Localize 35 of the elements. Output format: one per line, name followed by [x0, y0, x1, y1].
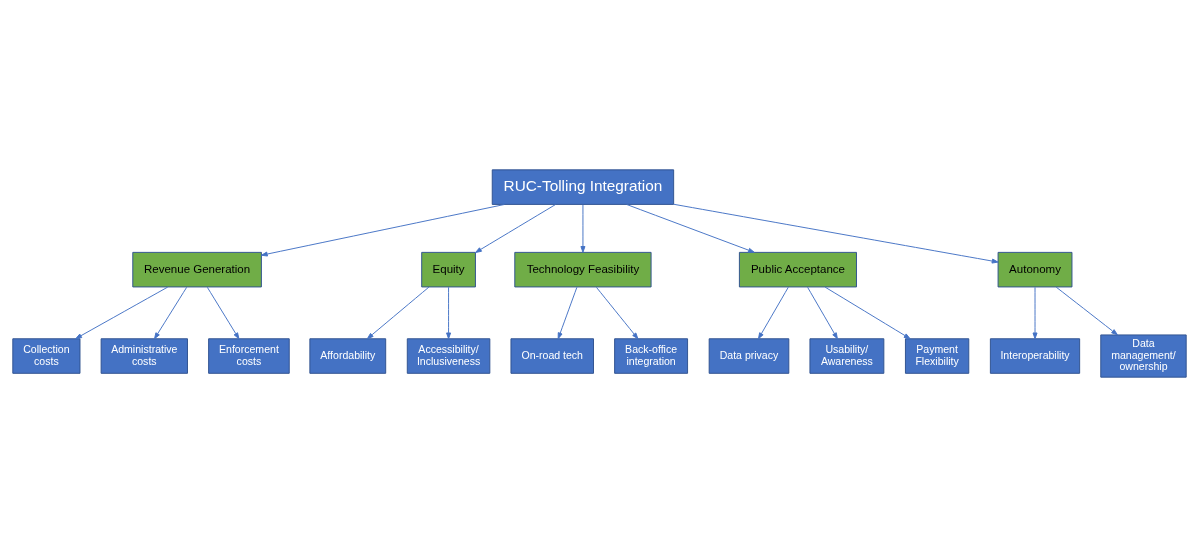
node-box: Equity [421, 251, 476, 287]
arrow [807, 286, 838, 339]
arrow [557, 286, 578, 339]
node-box: Affordability [309, 337, 387, 374]
arrow [154, 286, 188, 339]
arrow [758, 286, 789, 339]
arrow [673, 203, 999, 264]
node-box: Public Acceptance [738, 251, 857, 287]
arrow [1032, 286, 1038, 339]
node-box: Administrative costs [100, 337, 188, 374]
arrow [446, 286, 452, 339]
arrow [75, 286, 169, 339]
node-box: Collection costs [12, 337, 81, 374]
node-box: On-road tech [510, 337, 594, 374]
node-box: Accessibility/ Inclusiveness [406, 337, 491, 374]
arrow [580, 203, 586, 253]
arrow [1055, 286, 1118, 335]
arrow [626, 203, 755, 253]
node-box: Data management/ ownership [1100, 333, 1187, 378]
arrow [475, 203, 556, 253]
arrow [261, 203, 505, 256]
arrow [366, 286, 430, 339]
node-box: Usability/ Awareness [809, 337, 885, 374]
node-box: Autonomy [997, 251, 1073, 287]
arrow [595, 286, 639, 339]
node-box: Technology Feasibility [514, 251, 652, 287]
node-box: Interoperability [989, 337, 1081, 374]
node-box: Payment Flexibility [904, 337, 970, 374]
node-box: RUC-Tolling Integration [491, 168, 675, 205]
node-box: Revenue Generation [132, 251, 262, 287]
node-box: Enforcement costs [208, 337, 290, 374]
node-box: Data privacy [708, 337, 790, 374]
arrow [206, 286, 240, 339]
arrow [824, 286, 911, 339]
node-box: Back-office integration [614, 337, 689, 374]
